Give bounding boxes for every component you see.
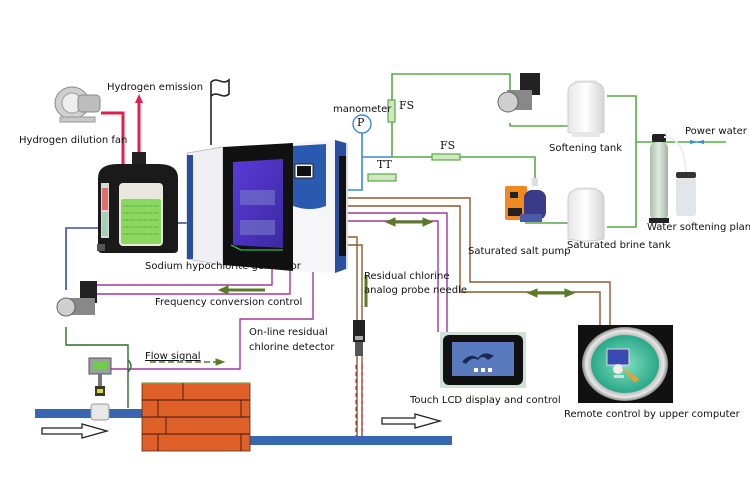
contact-tank-brick xyxy=(141,382,251,452)
label-softening-tank: Softening tank xyxy=(549,143,623,154)
emission-arrow-head xyxy=(135,94,143,103)
label-flow-signal: Flow signal xyxy=(145,351,201,362)
power-water-valve-icon-b xyxy=(696,140,704,144)
label-online-detector-1: On-line residual xyxy=(249,327,328,338)
flow-signal-arrow xyxy=(150,358,226,366)
label-water-softening-plant: Water softening plant xyxy=(647,222,750,233)
outlet-flow-arrow-icon xyxy=(381,413,443,429)
manometer-symbol: P xyxy=(357,116,365,129)
double-arrow-lcd xyxy=(384,217,434,227)
label-tt: TT xyxy=(377,158,392,171)
saturated-salt-pump xyxy=(505,178,546,222)
label-hydrogen-emission: Hydrogen emission xyxy=(107,82,204,93)
label-residual-chlorine-probe-1: Residual chlorine xyxy=(364,271,450,282)
label-fs-mid: FS xyxy=(440,139,456,152)
flow-switch-mid xyxy=(431,153,461,161)
label-frequency-conversion-control: Frequency conversion control xyxy=(155,297,303,308)
label-hydrogen-dilution-fan: Hydrogen dilution fan xyxy=(19,135,128,146)
label-saturated-brine-tank: Saturated brine tank xyxy=(567,240,671,251)
fan-to-tank-line xyxy=(101,111,125,178)
label-touch-lcd: Touch LCD display and control xyxy=(410,395,561,406)
label-saturated-salt-pump: Saturated salt pump xyxy=(468,246,571,257)
touch-lcd-display[interactable] xyxy=(440,332,526,388)
softening-dosing-pump xyxy=(497,73,540,113)
double-arrow-remote xyxy=(526,288,576,298)
vent-flag-icon xyxy=(210,78,230,145)
residual-chlorine-probe xyxy=(353,320,365,356)
flow-meter xyxy=(88,357,112,421)
metering-pump xyxy=(56,281,97,317)
crossover-icon xyxy=(127,359,132,373)
softening-tank xyxy=(567,80,605,137)
label-remote-control: Remote control by upper computer xyxy=(564,409,740,420)
hypochlorite-storage-tank xyxy=(97,152,178,253)
label-residual-chlorine-probe-2: analog probe needle xyxy=(364,285,467,296)
flow-switch-top xyxy=(387,99,396,123)
water-softening-plant xyxy=(649,134,696,223)
probe-dashed-line xyxy=(355,365,363,438)
outlet-pipe xyxy=(250,436,452,445)
control-lines xyxy=(346,197,611,440)
inlet-pipe xyxy=(35,409,143,418)
frequency-arrow xyxy=(217,285,265,295)
hydrogen-lines xyxy=(101,100,141,178)
remote-control-computer[interactable] xyxy=(578,325,673,403)
dosing-line xyxy=(65,327,129,408)
saturated-brine-tank xyxy=(567,187,605,242)
label-manometer: manometer xyxy=(333,104,392,115)
label-power-water: Power water xyxy=(685,126,747,137)
manometer-gauge xyxy=(352,114,372,134)
hydrogen-dilution-fan xyxy=(54,86,101,123)
label-online-detector-2: chlorine detector xyxy=(249,342,335,353)
manometer-line xyxy=(346,133,392,191)
sodium-hypochlorite-generator xyxy=(186,140,348,273)
label-fs-top: FS xyxy=(399,99,415,112)
temperature-transmitter xyxy=(367,173,397,182)
power-water-valve-icon xyxy=(690,140,698,144)
label-sodium-hypochlorite-generator: Sodium hypochlorite generator xyxy=(145,261,301,272)
inlet-flow-arrow-icon xyxy=(41,423,110,439)
